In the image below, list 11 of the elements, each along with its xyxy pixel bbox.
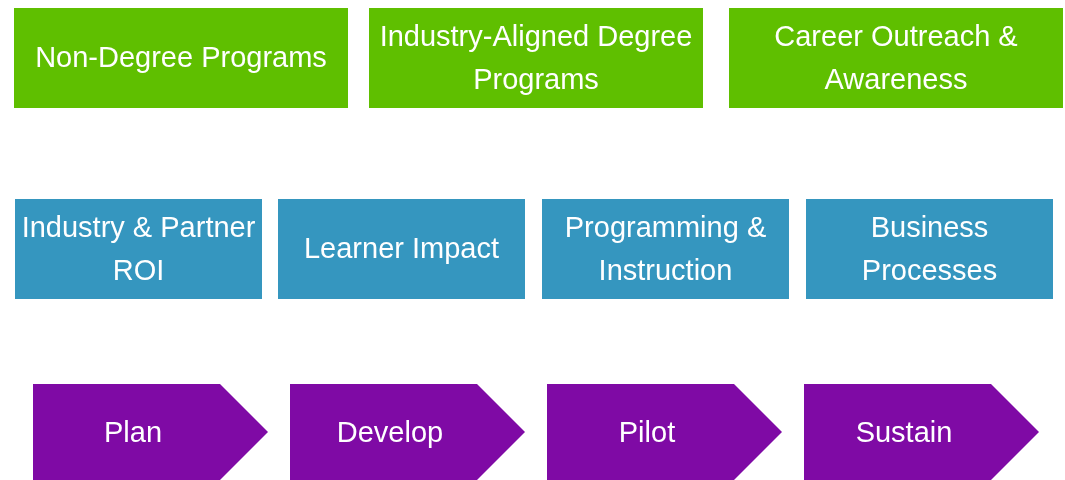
focus-area-box: Industry & Partner ROI <box>15 199 262 299</box>
stage-label: Develop <box>335 415 445 449</box>
focus-area-box: Learner Impact <box>278 199 525 299</box>
program-box: Career Outreach & Awareness <box>729 8 1063 108</box>
stage-label: Plan <box>102 415 163 449</box>
stage-label: Pilot <box>617 415 677 449</box>
program-box: Non-Degree Programs <box>14 8 348 108</box>
stage-label: Sustain <box>854 415 954 449</box>
focus-area-box: Business Processes <box>806 199 1053 299</box>
program-box: Industry-Aligned Degree Programs <box>369 8 703 108</box>
focus-area-box: Programming & Instruction <box>542 199 789 299</box>
